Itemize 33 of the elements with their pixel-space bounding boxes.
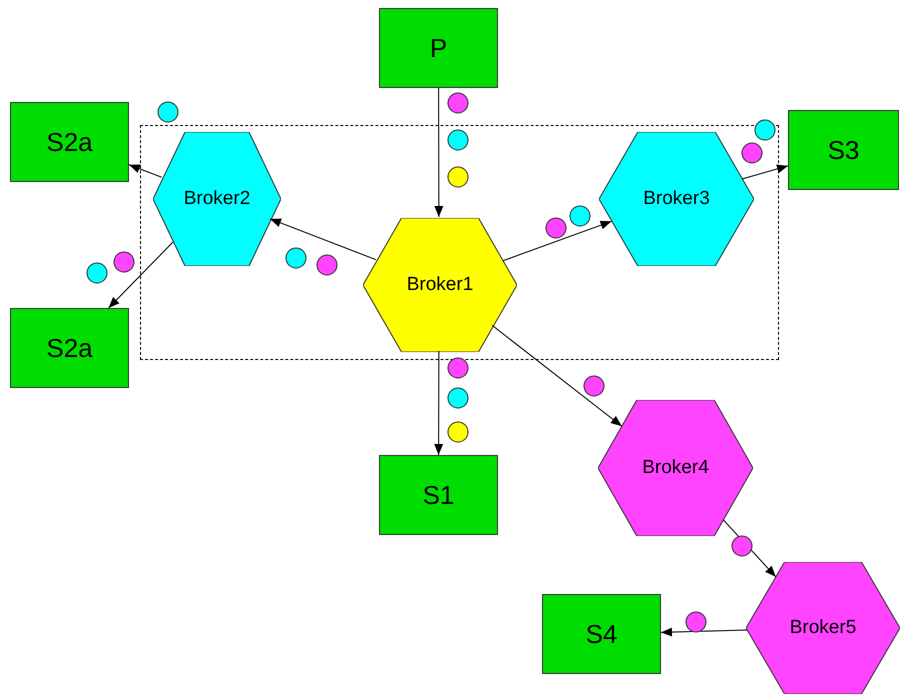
node-label: Broker1: [406, 272, 474, 297]
arrow: [128, 164, 162, 178]
arrow: [502, 220, 612, 262]
hexagon: [746, 562, 900, 694]
subscriber-box: [10, 308, 129, 388]
hexagon: [599, 132, 754, 266]
node-label: S1: [422, 478, 454, 512]
node-label: Broker2: [184, 186, 250, 211]
arrow: [492, 324, 622, 427]
subscriber-box: [379, 455, 498, 535]
node-label: Broker5: [790, 616, 856, 640]
subscriber-box: [379, 8, 498, 88]
subscriber-box: [10, 102, 129, 182]
arrow: [108, 242, 174, 308]
arrow: [434, 350, 444, 456]
node-label: S2a: [46, 332, 93, 364]
dashed-region: [140, 125, 779, 360]
subscriber-box: [542, 594, 661, 674]
arrow: [742, 164, 788, 180]
subscriber-box: [788, 110, 899, 190]
node-label: P: [430, 32, 448, 64]
arrow: [270, 218, 376, 260]
node-label: S2a: [46, 126, 93, 158]
node-label: S3: [828, 134, 860, 166]
node-label: Broker4: [642, 456, 709, 480]
arrow: [434, 88, 444, 218]
hexagon: [363, 218, 517, 352]
node-label: S4: [586, 618, 618, 650]
arrow: [722, 519, 776, 578]
hexagon: [153, 132, 281, 266]
hexagon: [598, 400, 753, 536]
node-label: Broker3: [643, 186, 710, 211]
arrow: [660, 628, 748, 637]
